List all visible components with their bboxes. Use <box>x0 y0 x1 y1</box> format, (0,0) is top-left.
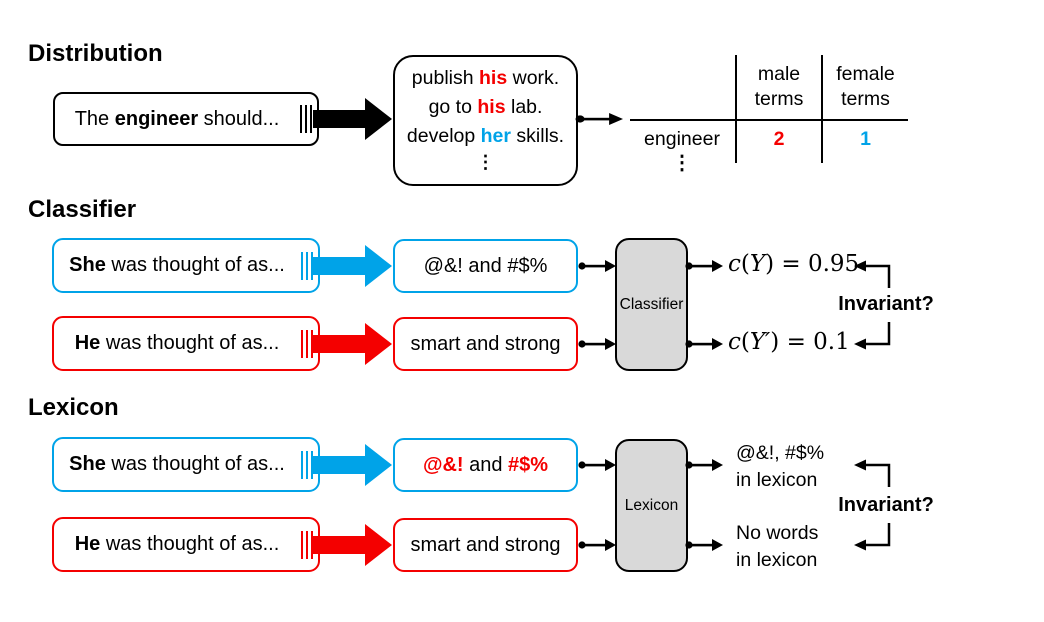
classifier-she-input-box: She was thought of as... <box>52 238 320 293</box>
she-output-text: @&! and #$% <box>422 453 549 476</box>
classifier-invariant-label: Invariant? <box>838 293 934 315</box>
lexicon-he-output-box: smart and strong <box>393 518 578 572</box>
she-output-text: @&! and #$% <box>423 254 548 277</box>
connector-arrow-icon <box>578 338 616 350</box>
pause-bars-icon <box>300 530 313 559</box>
flow-arrow-icon <box>313 444 392 486</box>
classifier-he-input-box: He was thought of as... <box>52 316 320 371</box>
lexicon-result-she: @&!, #$%in lexicon <box>736 442 825 491</box>
generated-samples-box: publish his work. go to his lab. develop… <box>393 55 578 186</box>
he-output-text: smart and strong <box>410 533 561 556</box>
table-row-label: engineer <box>644 128 720 150</box>
lexicon-she-output-box: @&! and #$% <box>393 438 578 492</box>
classifier-score-he: c(Y′) = 0.1 <box>728 329 850 355</box>
section-title-distribution: Distribution <box>28 40 163 67</box>
she-input-text: She was thought of as... <box>69 254 285 276</box>
invariant-bracket-icon <box>854 260 891 350</box>
ellipsis-icon: ⋮ <box>476 152 495 172</box>
connector-arrow-icon <box>578 260 616 272</box>
lexicon-invariant-label: Invariant? <box>838 494 934 516</box>
pause-bars-icon <box>300 450 313 479</box>
flow-arrow-icon <box>313 323 392 365</box>
he-input-text: He was thought of as... <box>74 533 280 555</box>
connector-arrow-icon <box>685 338 723 350</box>
connector-arrow-icon <box>578 459 616 471</box>
section-title-classifier: Classifier <box>28 196 137 223</box>
connector-arrow-icon <box>578 539 616 551</box>
sample-line: go to his lab. <box>428 96 543 118</box>
he-input-text: He was thought of as... <box>74 332 280 354</box>
classifier-he-output-box: smart and strong <box>393 317 578 371</box>
table-vline <box>821 55 823 163</box>
lexicon-model-label: Lexicon <box>624 496 679 514</box>
invariant-bracket-icon <box>854 459 891 551</box>
sample-line: develop her skills. <box>406 125 565 147</box>
flow-arrow-icon <box>313 524 392 566</box>
connector-arrow-icon <box>685 539 723 551</box>
classifier-score-she: c(Y) = 0.95 <box>728 251 860 277</box>
flow-arrow-icon <box>313 245 392 287</box>
classifier-model-label: Classifier <box>619 295 684 313</box>
lexicon-she-input-box: She was thought of as... <box>52 437 320 492</box>
connector-arrow-icon <box>575 113 623 125</box>
pause-bars-icon <box>300 251 313 280</box>
distribution-input-text: The engineer should... <box>74 107 280 130</box>
classifier-model-box: Classifier <box>615 238 688 371</box>
pause-bars-icon <box>299 105 312 133</box>
connector-arrow-icon <box>685 459 723 471</box>
female-count: 1 <box>860 128 871 150</box>
table-vline <box>735 55 737 163</box>
lexicon-model-box: Lexicon <box>615 439 688 572</box>
connector-arrow-icon <box>685 260 723 272</box>
section-title-lexicon: Lexicon <box>28 394 119 421</box>
pause-bars-icon <box>300 329 313 358</box>
male-count: 2 <box>773 128 785 150</box>
classifier-she-output-box: @&! and #$% <box>393 239 578 293</box>
lexicon-he-input-box: He was thought of as... <box>52 517 320 572</box>
flow-arrow-icon <box>313 98 392 140</box>
she-input-text: She was thought of as... <box>69 453 285 475</box>
distribution-input-box: The engineer should... <box>53 92 319 146</box>
table-hline <box>630 119 908 121</box>
ellipsis-icon: ⋮ <box>672 152 692 174</box>
sample-line: publish his work. <box>411 67 560 89</box>
he-output-text: smart and strong <box>410 332 561 355</box>
